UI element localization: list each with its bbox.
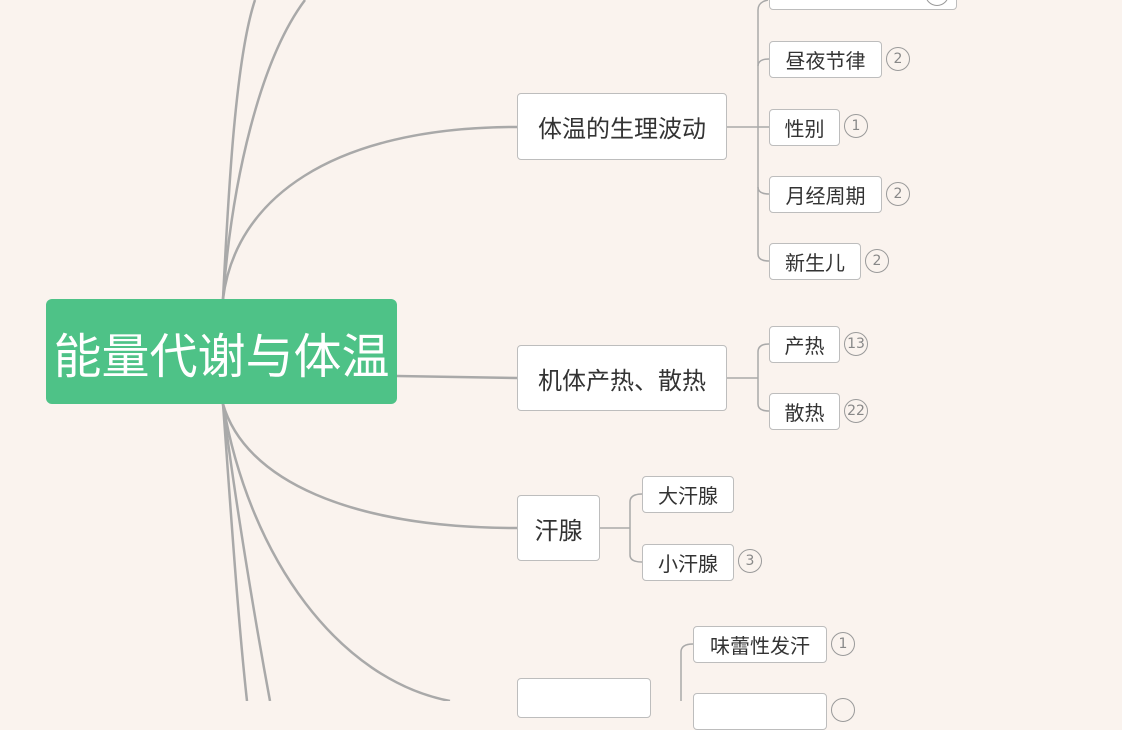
connector-root-offscreen-4: [221, 403, 272, 701]
subtopic-count-badge[interactable]: 2: [865, 249, 889, 273]
badge-label: 2: [872, 253, 882, 269]
connector-temp-4: [757, 253, 770, 262]
subtopic-count-badge[interactable]: 1: [831, 632, 855, 656]
connector-heat-1: [757, 343, 770, 353]
connector-lines: [221, 0, 770, 701]
subtopic-circadian[interactable]: 昼夜节律: [769, 41, 882, 78]
partial-badge-bottom: [831, 698, 855, 722]
connector-root-temp: [221, 125, 518, 300]
subtopic-sex[interactable]: 性别: [769, 109, 840, 146]
branch-heat-label: 机体产热、散热: [538, 366, 706, 395]
subtopic-label: 小汗腺: [658, 552, 718, 576]
subtopic-partial-bottom[interactable]: [693, 693, 827, 730]
subtopic-count-badge[interactable]: 2: [886, 47, 910, 71]
badge-label: 22: [847, 403, 865, 419]
subtopic-label: 月经周期: [785, 184, 866, 208]
connector-temp-3: [757, 186, 770, 195]
subtopic-gustatory-sweating[interactable]: 味蕾性发汗: [693, 626, 827, 663]
branch-sweat-glands[interactable]: 汗腺: [517, 495, 600, 561]
connector-root-lower: [221, 403, 451, 701]
branch-temp-fluctuation[interactable]: 体温的生理波动: [517, 93, 727, 160]
branch-temp-fluctuation-label: 体温的生理波动: [538, 115, 706, 143]
badge-label: 2: [893, 186, 903, 202]
subtopic-label: 大汗腺: [658, 484, 718, 508]
subtopic-label: 产热: [784, 334, 825, 358]
subtopic-label: 性别: [784, 117, 825, 141]
subtopic-count-badge[interactable]: 1: [844, 114, 868, 138]
root-topic[interactable]: 能量代谢与体温: [46, 299, 397, 404]
connector-root-sweat: [221, 403, 518, 530]
branch-heat-production-dissipation[interactable]: 机体产热、散热: [517, 345, 727, 411]
branch-lower-partial[interactable]: [517, 678, 651, 718]
connector-temp-1: [757, 58, 770, 67]
subtopic-count-badge[interactable]: 3: [738, 549, 762, 573]
subtopic-apocrine-glands[interactable]: 大汗腺: [642, 476, 734, 513]
connector-sweat-1: [629, 493, 643, 503]
subtopic-label: 新生儿: [785, 251, 845, 275]
badge-label: 3: [745, 553, 755, 569]
connector-temp-top-curve: [757, 0, 769, 11]
subtopic-newborn[interactable]: 新生儿: [769, 243, 861, 280]
connector-root-offscreen-1: [221, 0, 257, 300]
connector-root-offscreen-2: [221, 0, 307, 300]
connector-lower-1: [680, 643, 694, 653]
subtopic-count-badge[interactable]: 22: [844, 399, 868, 423]
subtopic-eccrine-glands[interactable]: 小汗腺: [642, 544, 734, 581]
partial-topic-top[interactable]: [769, 0, 957, 10]
badge-label: 1: [851, 118, 861, 134]
subtopic-heat-production[interactable]: 产热: [769, 326, 840, 363]
root-topic-label: 能量代谢与体温: [53, 328, 390, 385]
badge-label: 13: [847, 336, 865, 352]
badge-label: 2: [893, 51, 903, 67]
badge-label: 1: [838, 636, 848, 652]
subtopic-count-badge[interactable]: 13: [844, 332, 868, 356]
subtopic-label: 散热: [784, 401, 825, 425]
subtopic-menstrual-cycle[interactable]: 月经周期: [769, 176, 882, 213]
connector-sweat-2: [629, 554, 643, 563]
connector-heat-2: [757, 403, 770, 412]
subtopic-label: 昼夜节律: [785, 49, 866, 73]
subtopic-count-badge[interactable]: 2: [886, 182, 910, 206]
connector-root-heat: [396, 374, 518, 380]
subtopic-heat-dissipation[interactable]: 散热: [769, 393, 840, 430]
connector-root-offscreen-3: [221, 403, 249, 701]
branch-sweat-glands-label: 汗腺: [534, 516, 583, 545]
subtopic-label: 味蕾性发汗: [710, 634, 810, 658]
